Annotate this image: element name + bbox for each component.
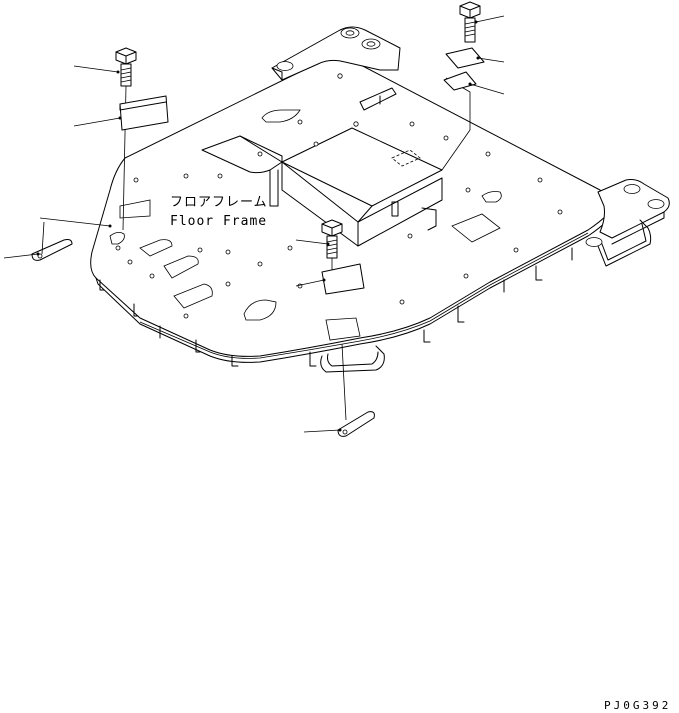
bolt-top-right [459, 1, 481, 43]
front-handle [320, 345, 385, 373]
side-cover-plate [201, 135, 283, 207]
plates-top-right [443, 47, 485, 91]
clip-left-axis [41, 221, 45, 255]
clip-axis-lower [341, 343, 347, 421]
leader-lines [3, 15, 505, 433]
plate-center [321, 263, 365, 295]
rear-bracket [359, 87, 397, 111]
clip-left [31, 239, 73, 261]
right-handle [597, 219, 652, 267]
under-brackets [99, 247, 573, 367]
leader-dots [36, 20, 480, 432]
floor-frame-label-en: Floor Frame [170, 214, 267, 229]
plate-top-left [119, 95, 169, 131]
floor-openings [109, 109, 502, 341]
clip-lower [337, 411, 375, 437]
right-mount [585, 179, 670, 247]
bolt-center [321, 219, 343, 259]
floor-plate [90, 58, 611, 363]
rear-left-mount [271, 26, 401, 81]
floor-frame-label-jp: フロアフレーム [170, 195, 268, 210]
bolt-top-left [115, 47, 137, 87]
label-backdrop [168, 192, 268, 228]
drawing-code: PJ0G392 [604, 699, 671, 712]
